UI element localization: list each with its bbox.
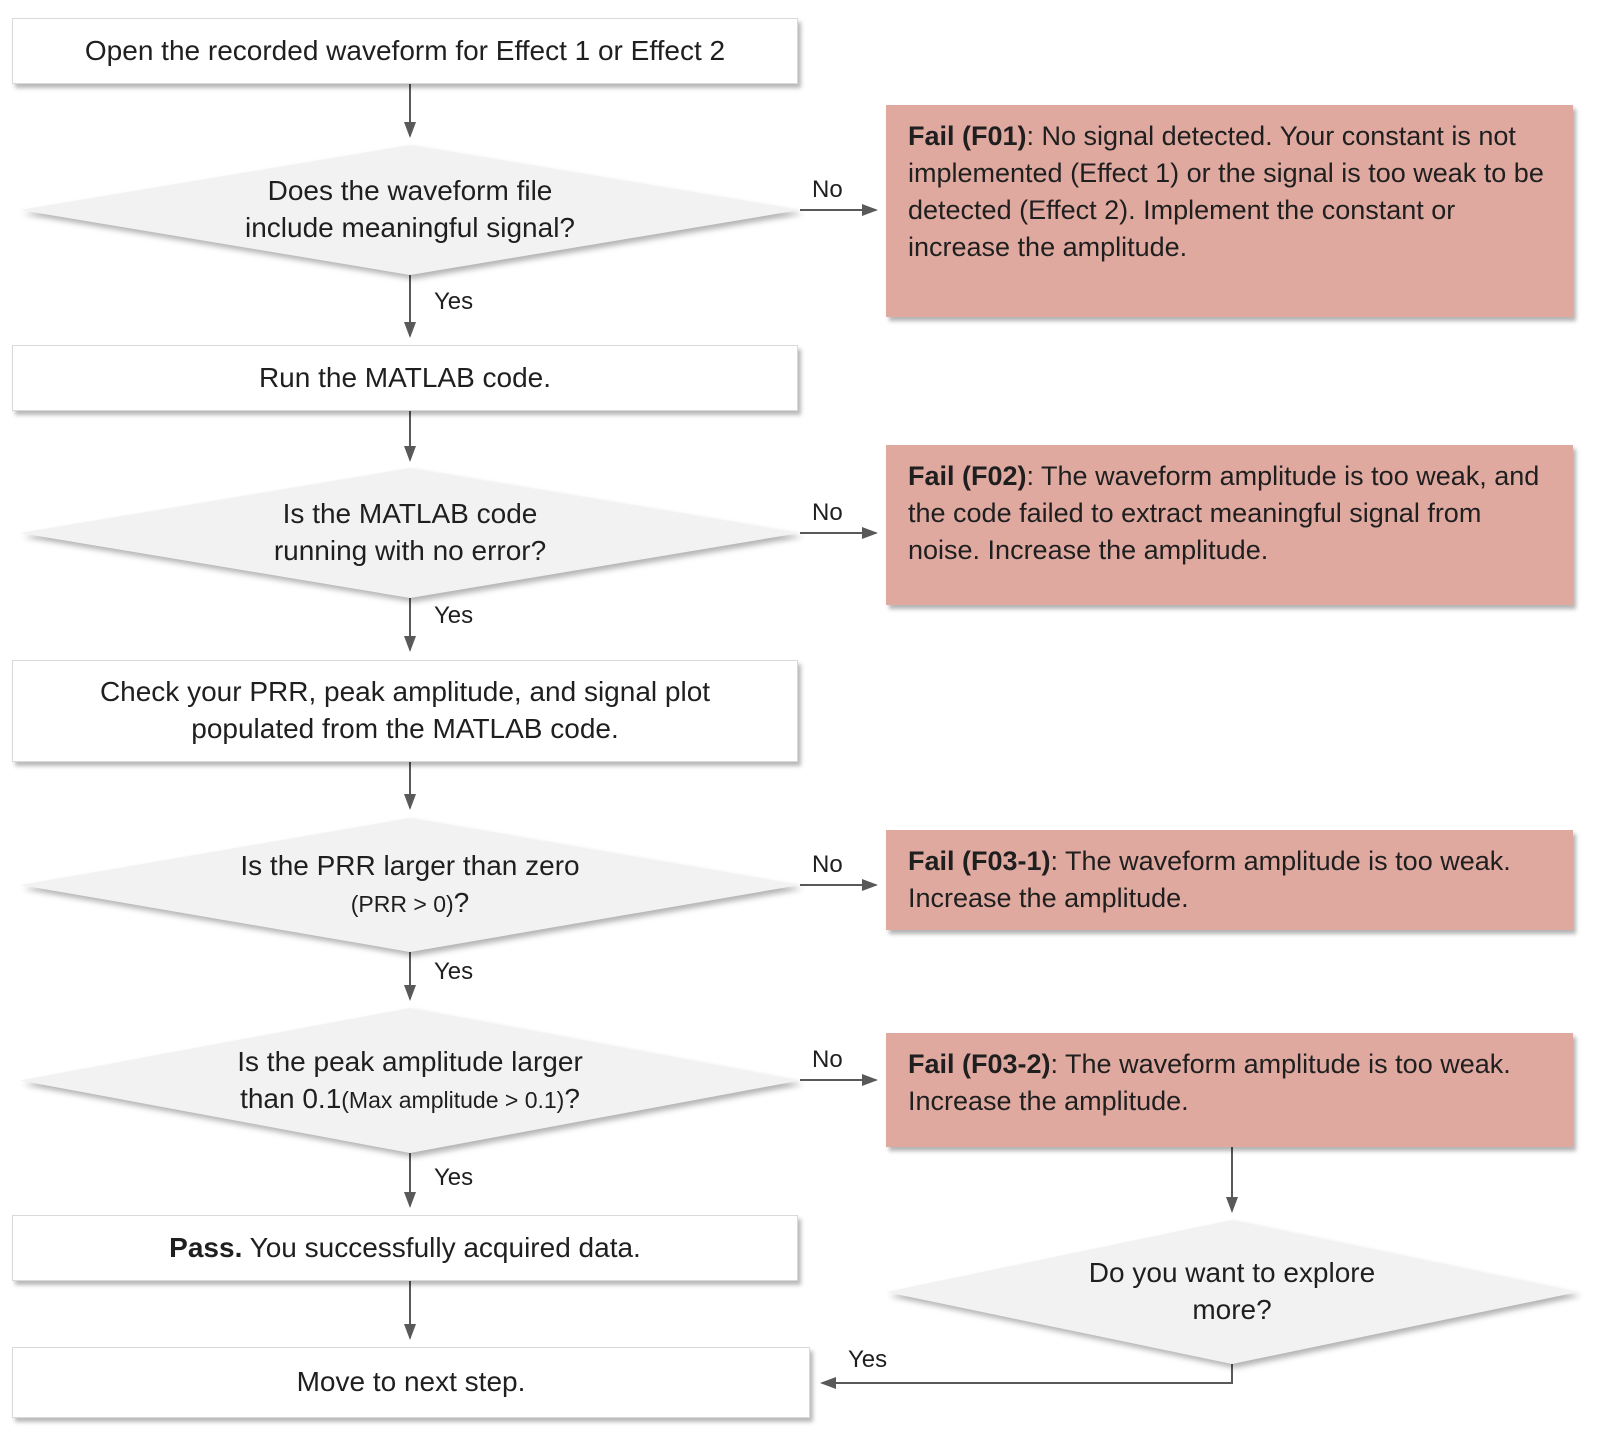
- edge-label-yes-explore: Yes: [848, 1346, 888, 1373]
- decision-no-error-line2: running with no error?: [273, 535, 547, 566]
- decision-prr-line2: (PRR > 0)?: [351, 885, 469, 922]
- fail-box-f03-1-label: Fail (F03-1): [908, 846, 1051, 876]
- decision-prr-question-mark: ?: [453, 887, 470, 918]
- node-run-matlab-text: Run the MATLAB code.: [258, 361, 552, 393]
- decision-explore-more-line2: more?: [1192, 1294, 1272, 1325]
- decision-no-error: Is the MATLAB code running with no error…: [20, 468, 800, 598]
- decision-peak-amplitude-condition: (Max amplitude > 0.1): [341, 1086, 565, 1113]
- node-run-matlab: Run the MATLAB code.: [12, 345, 798, 411]
- fail-box-f02: Fail (F02): The waveform amplitude is to…: [886, 445, 1573, 605]
- fail-box-f01-label: Fail (F01): [908, 121, 1027, 151]
- node-check-prr: Check your PRR, peak amplitude, and sign…: [12, 660, 798, 762]
- decision-explore-more-line1: Do you want to explore: [1088, 1257, 1376, 1289]
- fail-box-f02-label: Fail (F02): [908, 461, 1027, 491]
- fail-box-f03-1-text: : The waveform amplitude is too weak. In…: [908, 846, 1511, 913]
- edge-label-yes-signal: Yes: [434, 288, 474, 315]
- fail-box-f03-2-label: Fail (F03-2): [908, 1049, 1051, 1079]
- edge-label-yes-prr: Yes: [434, 958, 474, 985]
- edge-label-no-f01: No: [812, 176, 843, 203]
- fail-box-f01: Fail (F01): No signal detected. Your con…: [886, 105, 1573, 317]
- node-open-waveform-text: Open the recorded waveform for Effect 1 …: [84, 34, 726, 66]
- node-check-prr-line1: Check your PRR, peak amplitude, and sign…: [99, 676, 711, 708]
- node-pass: Pass. You successfully acquired data.: [12, 1215, 798, 1281]
- fail-box-f03-1: Fail (F03-1): The waveform amplitude is …: [886, 830, 1573, 930]
- decision-explore-more: Do you want to explore more?: [886, 1220, 1578, 1364]
- node-open-waveform: Open the recorded waveform for Effect 1 …: [12, 18, 798, 84]
- decision-peak-amplitude: Is the peak amplitude larger than 0.1(Ma…: [20, 1008, 800, 1153]
- decision-prr-line1: Is the PRR larger than zero: [240, 850, 580, 882]
- fail-box-f01-text: : No signal detected. Your constant is n…: [908, 121, 1544, 262]
- decision-signal-line1: Does the waveform file: [267, 175, 553, 207]
- decision-peak-amplitude-threshold: than 0.1: [240, 1082, 342, 1114]
- edge-label-no-f03-1: No: [812, 851, 843, 878]
- decision-no-error-line1: Is the MATLAB code: [282, 498, 538, 530]
- node-pass-rest: You successfully acquired data.: [242, 1231, 641, 1263]
- node-pass-text: Pass. You successfully acquired data.: [169, 1230, 641, 1267]
- decision-prr-condition: (PRR > 0): [350, 891, 454, 917]
- node-move-next-step-text: Move to next step.: [296, 1366, 526, 1398]
- decision-prr: Is the PRR larger than zero (PRR > 0)?: [20, 818, 800, 952]
- decision-signal-line2: include meaningful signal?: [245, 212, 575, 243]
- node-pass-bold: Pass.: [169, 1231, 243, 1263]
- node-check-prr-line2: populated from the MATLAB code.: [191, 713, 619, 744]
- node-move-next-step: Move to next step.: [12, 1347, 810, 1418]
- edge-label-no-f03-2: No: [812, 1046, 843, 1073]
- fail-box-f03-2-text: : The waveform amplitude is too weak. In…: [908, 1049, 1511, 1116]
- edge-label-yes-amp: Yes: [434, 1164, 474, 1191]
- fail-box-f03-2: Fail (F03-2): The waveform amplitude is …: [886, 1033, 1573, 1147]
- decision-peak-amplitude-line1: Is the peak amplitude larger: [237, 1045, 583, 1077]
- decision-peak-amplitude-question-mark: ?: [564, 1082, 580, 1114]
- decision-peak-amplitude-line2: than 0.1(Max amplitude > 0.1)?: [240, 1081, 580, 1118]
- edge-label-no-f02: No: [812, 499, 843, 526]
- edge-label-yes-error: Yes: [434, 602, 474, 629]
- fail-box-f02-text: : The waveform amplitude is too weak, an…: [908, 461, 1540, 565]
- decision-signal: Does the waveform file include meaningfu…: [20, 145, 800, 275]
